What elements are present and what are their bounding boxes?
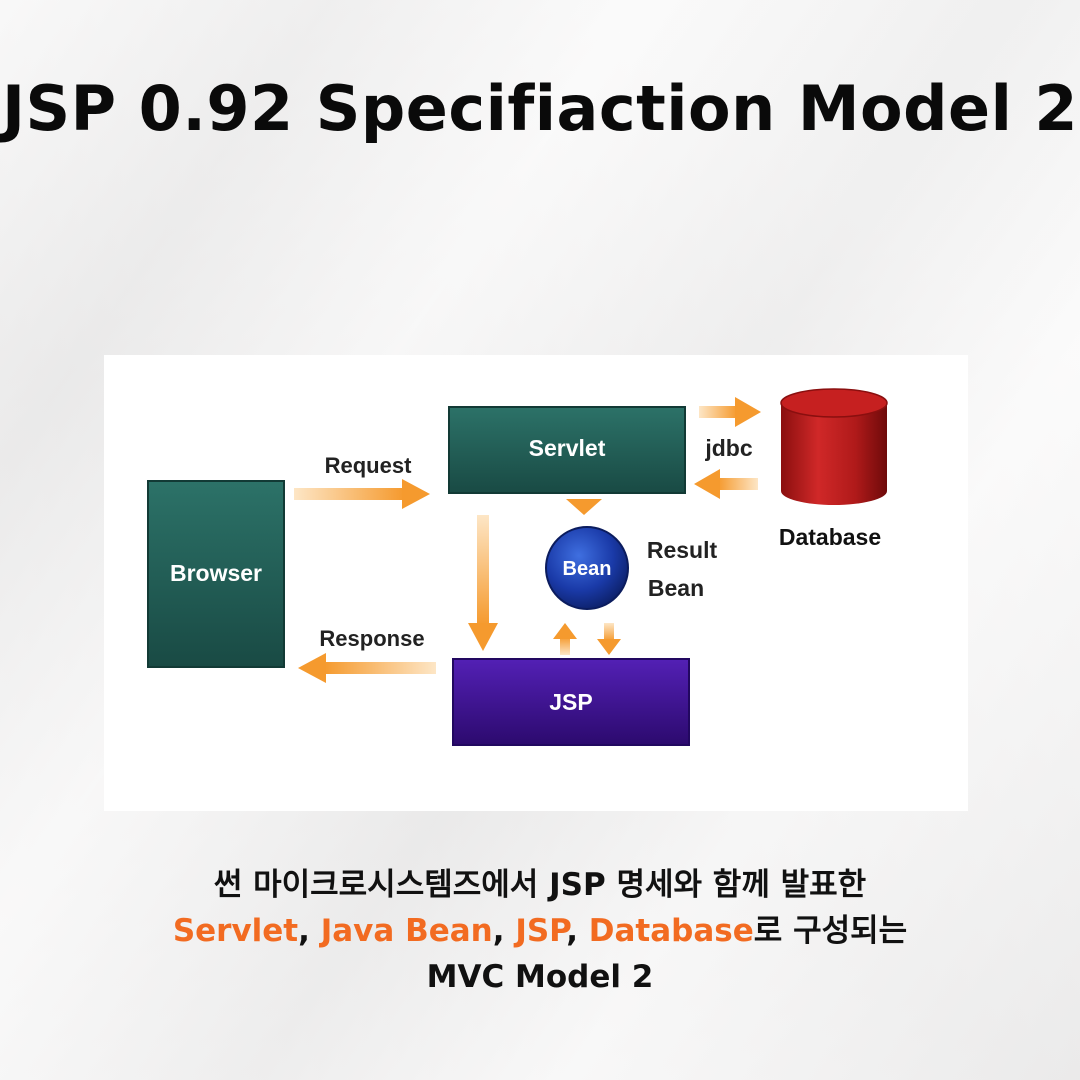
architecture-diagram: Browser Servlet JSP Bean Database Requ: [104, 355, 968, 811]
jsp-node: JSP: [452, 658, 690, 746]
page-title: JSP 0.92 Specifiaction Model 2: [1, 72, 1079, 145]
caption-tail: 로 구성되는: [753, 913, 908, 949]
jdbc-label: jdbc: [704, 435, 752, 461]
database-node: Database: [779, 388, 888, 550]
bean-to-jsp-arrow: [597, 623, 621, 655]
caption-servlet: Servlet: [172, 913, 299, 949]
caption-separator: ,: [492, 913, 516, 949]
caption-separator: ,: [298, 913, 321, 949]
jsp-to-bean-arrow: [553, 623, 577, 655]
request-label: Request: [325, 453, 412, 478]
servlet-to-database-arrow: [699, 397, 761, 427]
caption-line-1: 썬 마이크로시스템즈에서 JSP 명세와 함께 발표한: [213, 867, 867, 903]
bean-label: Bean: [563, 558, 612, 580]
result-bean-label-line2: Bean: [648, 575, 704, 601]
diagram-canvas: Browser Servlet JSP Bean Database Requ: [147, 388, 888, 746]
browser-node: Browser: [147, 480, 285, 668]
servlet-node: Servlet: [448, 406, 686, 494]
database-to-servlet-arrow: [694, 469, 758, 499]
caption-jsp: JSP: [515, 913, 567, 949]
servlet-label: Servlet: [529, 435, 606, 461]
caption: 썬 마이크로시스템즈에서 JSP 명세와 함께 발표한 Servlet, Jav…: [0, 862, 1080, 1000]
jsp-label: JSP: [549, 689, 592, 715]
caption-java-bean: Java Bean: [320, 913, 493, 949]
response-label: Response: [319, 626, 424, 651]
request-arrow: [294, 479, 430, 509]
browser-label: Browser: [170, 560, 262, 586]
caption-line-2: Servlet, Java Bean, JSP, Database로 구성되는: [0, 908, 1080, 954]
result-bean-label-line1: Result: [647, 537, 718, 563]
servlet-to-bean-arrow: [566, 499, 602, 515]
caption-line-3: MVC Model 2: [426, 959, 654, 995]
database-label: Database: [779, 524, 881, 550]
caption-database: Database: [588, 913, 754, 949]
bean-node: Bean: [545, 526, 629, 610]
caption-separator: ,: [566, 913, 589, 949]
response-arrow: [298, 653, 436, 683]
forward-arrow: [468, 515, 498, 651]
